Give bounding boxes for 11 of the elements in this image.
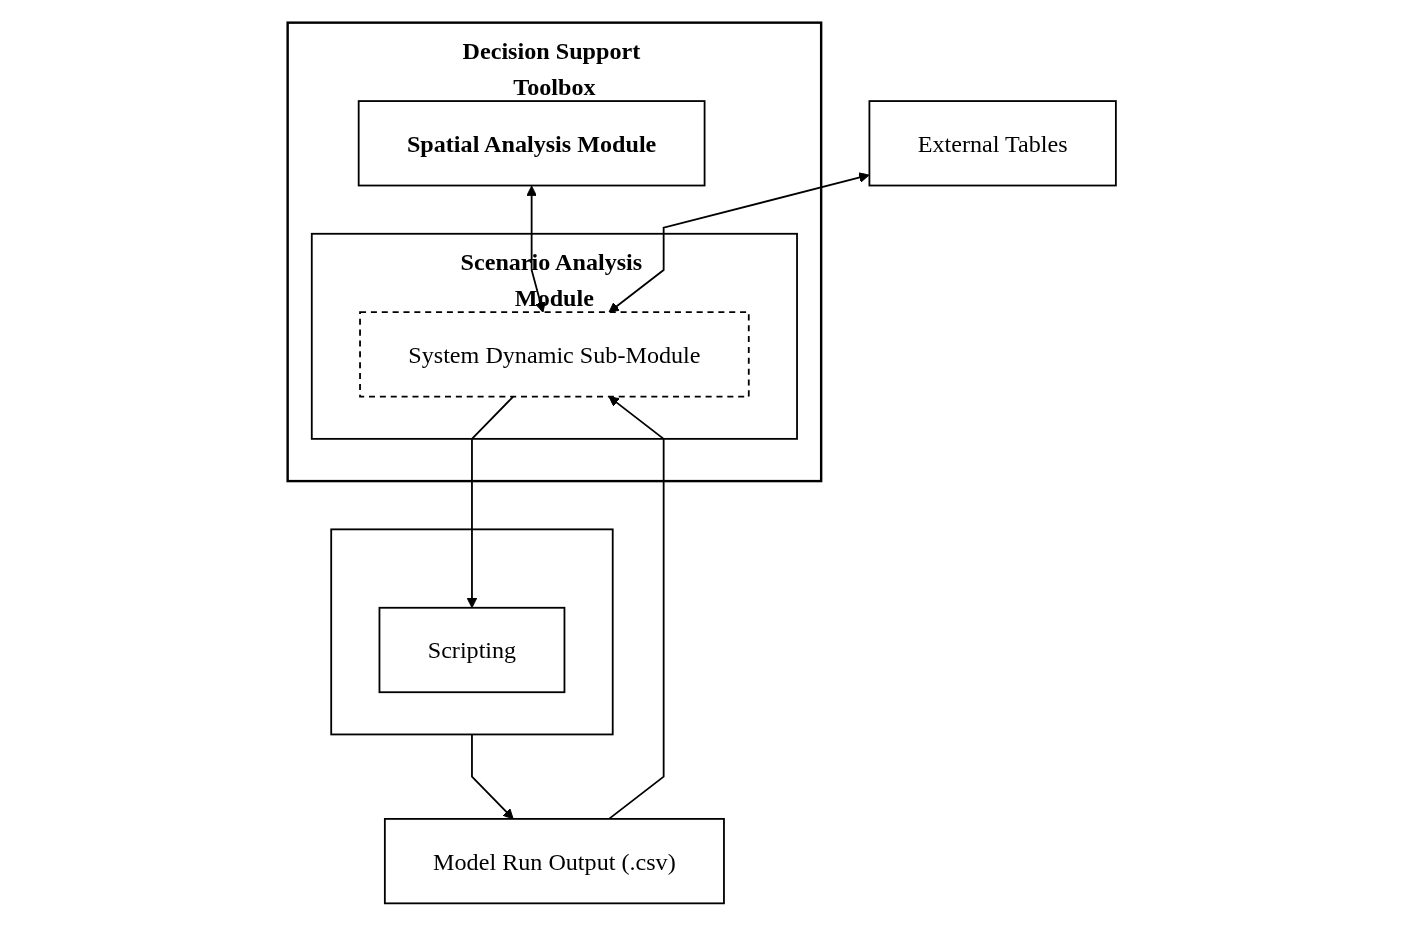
node-box: System Dynamic Sub-Module xyxy=(358,311,750,398)
arrow xyxy=(466,395,514,609)
arrow xyxy=(608,172,870,313)
arrow xyxy=(470,733,514,820)
cluster xyxy=(330,528,614,736)
node-box: External Tables xyxy=(868,100,1117,187)
node-box: Model Run Output (.csv) xyxy=(383,818,725,905)
arrow xyxy=(526,185,546,313)
arrow xyxy=(607,396,665,820)
node-box: Spatial Analysis Module xyxy=(357,100,706,187)
node-box: Scripting xyxy=(378,606,566,694)
